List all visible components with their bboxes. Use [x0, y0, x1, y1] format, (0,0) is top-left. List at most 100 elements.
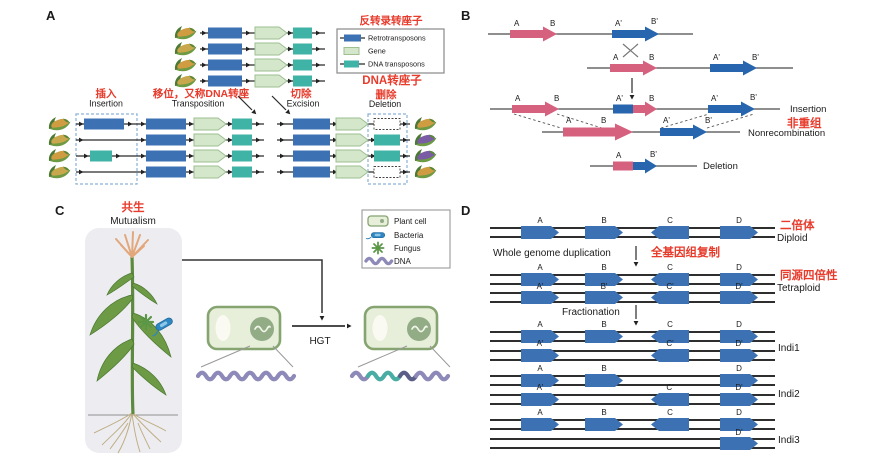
gene-swatch	[343, 47, 360, 55]
gene-block	[651, 226, 689, 239]
gene-label: C'	[666, 339, 674, 348]
maize-icon	[48, 149, 71, 163]
nonrecombination-outcome-label: Nonrecombination	[748, 128, 825, 139]
maize-plant-illustration	[88, 231, 178, 454]
gene-label: A'	[616, 94, 623, 103]
insertion-outcome-label: Insertion	[790, 104, 826, 115]
tassel	[115, 231, 149, 258]
gene-label: B	[550, 19, 555, 28]
indi2-chromosomes: A B D A' C' D' Indi2	[489, 364, 800, 406]
chromosome-row	[174, 74, 325, 88]
gene-label: D'	[735, 428, 743, 437]
indi3-label: Indi3	[778, 435, 800, 446]
dna-zoom-pointers	[200, 345, 451, 368]
haplotype-1: A B A' B'	[488, 17, 693, 42]
crossover-x-icon	[622, 43, 639, 58]
recombination-arrow	[629, 78, 635, 100]
gene-label: A	[537, 263, 543, 272]
dna-transposon-block	[293, 27, 312, 39]
nonrecombination-cn-label: 非重组	[787, 116, 822, 130]
mutualism-cn-label: 共生	[122, 200, 145, 214]
gene-label: D	[736, 216, 742, 225]
plant-to-cell-connector	[182, 259, 325, 321]
gene-label: A'	[615, 19, 622, 28]
panel-b: B A B A' B' A B A' B' A B A' B A' B'	[461, 8, 826, 174]
gene-block	[585, 226, 623, 239]
gene-a-arrow	[510, 26, 557, 42]
gene-block	[254, 26, 288, 40]
maize-icon	[414, 133, 437, 147]
gene-label: B	[601, 216, 606, 225]
dna-transposon-swatch	[344, 60, 359, 68]
legend-retrotransposons: Retrotransposons	[368, 34, 426, 43]
diploid-label: Diploid	[777, 233, 808, 244]
gene-label: D'	[735, 383, 743, 392]
gene-label: A	[566, 116, 572, 125]
panel-a: A	[46, 8, 445, 185]
maize-icon	[414, 165, 437, 179]
alignment-dashed-lines	[513, 113, 755, 129]
gene-label: B	[601, 364, 606, 373]
gene-label: C	[667, 408, 673, 417]
legend-dna-transposons: DNA transposons	[368, 60, 425, 69]
gene-label: A'	[663, 116, 670, 125]
haplotype-2: A B A' B'	[587, 53, 793, 76]
gene-label: A	[537, 408, 543, 417]
excision-outcome-rows	[277, 113, 437, 185]
gene-label: A'	[537, 383, 544, 392]
deletion-label: Deletion	[369, 99, 401, 109]
chromosome-row	[277, 133, 437, 147]
maize-icon	[48, 165, 71, 179]
gene-label: D'	[735, 282, 743, 291]
tetraploid-cn-label: 同源四倍性	[780, 268, 838, 282]
panel-d-label: D	[461, 203, 470, 218]
panel-b-label: B	[461, 8, 470, 23]
gene-label: A	[537, 364, 543, 373]
retrotransposon-swatch	[344, 34, 361, 42]
maize-icon	[48, 117, 71, 131]
legend-dna: DNA	[394, 257, 412, 266]
retrotransposon-block	[208, 27, 242, 39]
gene-block	[521, 226, 559, 239]
gene-label: A	[537, 216, 543, 225]
gene-label: A	[537, 320, 543, 329]
panel-d: D A B C D 二倍体 Diploid Whole genome dupli…	[461, 203, 838, 450]
insertion-cn-label: 插入	[96, 87, 117, 100]
chromosome-row	[48, 165, 264, 179]
chromosome-row	[48, 117, 264, 131]
excision-cn-label: 切除	[291, 87, 312, 100]
gene-label: A'	[537, 282, 544, 291]
tetraploid-chromosomes: A B C D A' B' C' D' 同源四倍性 Tetraploid	[489, 263, 838, 304]
dna-transposon-cn-label: DNA转座子	[362, 73, 422, 87]
gene-label: A	[515, 94, 521, 103]
panel-c-label: C	[55, 203, 65, 218]
hgt-arrow: HGT	[292, 323, 352, 347]
indi3-chromosomes: A B C D D' Indi3	[489, 408, 800, 450]
hybrid-gene-blue-part	[613, 104, 633, 114]
retrotransposon-cn-label: 反转录转座子	[360, 14, 423, 27]
diploid-cn-label: 二倍体	[780, 218, 815, 232]
gene-label: B	[601, 116, 606, 125]
wgd-step: Whole genome duplication 全基因组复制	[493, 245, 720, 267]
gene-label: B'	[705, 116, 712, 125]
chromosome-row	[277, 117, 437, 131]
insertion-product: A B A' B A' B' Insertion	[490, 93, 826, 117]
gene-label: B'	[650, 150, 657, 159]
plant-cell-icon	[367, 215, 389, 227]
maize-icon	[48, 133, 71, 147]
insertion-outcome-rows	[48, 113, 264, 185]
maize-icon	[414, 117, 437, 131]
wgd-label: Whole genome duplication	[493, 248, 611, 259]
maize-icon	[174, 26, 197, 40]
excision-label: Excision	[287, 99, 320, 109]
gene-label: A'	[711, 94, 718, 103]
gene-label: C	[667, 216, 673, 225]
gene-label: C	[667, 320, 673, 329]
roots	[93, 412, 167, 454]
gene-label: B	[649, 53, 654, 62]
gene-label: C'	[666, 282, 674, 291]
recipient-cell-after-hgt	[363, 305, 439, 351]
hybrid-gene-pink-part	[633, 101, 657, 117]
deletion-product: A B' Deletion	[590, 150, 738, 174]
chromosome-row	[48, 133, 264, 147]
